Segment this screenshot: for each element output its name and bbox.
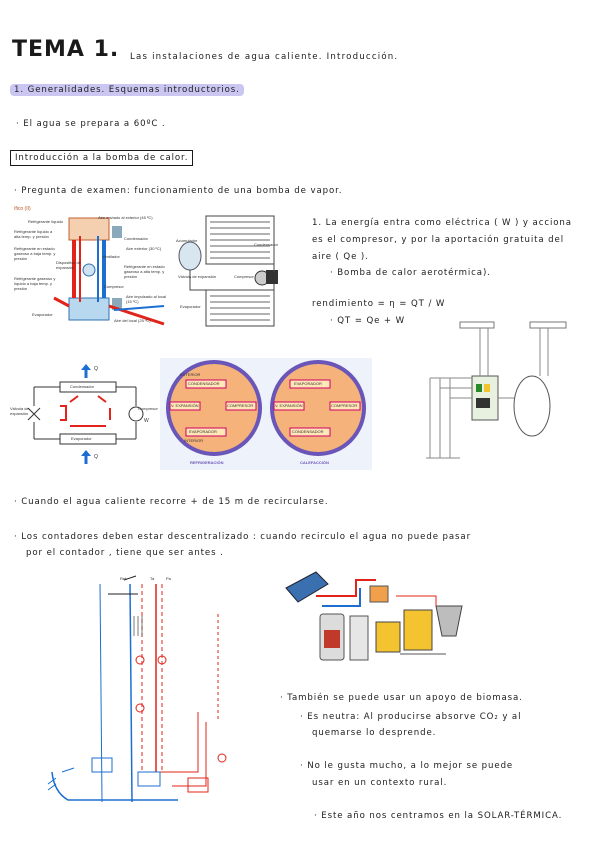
block-q-top: Q [94, 366, 98, 372]
diagram-label: Aire exterior (30 ºC) [126, 246, 162, 251]
mode-box: COMPRESOR [227, 403, 254, 408]
heat-pump-modes-diagram: EXTERIOR CONDENSADOR V. EXPANSIÓN COMPRE… [160, 358, 372, 470]
mode-caption-heating: CALEFACCIÓN [300, 460, 329, 465]
note-line: aire ( Qe ). [312, 252, 369, 262]
note-line: es el compresor, y por la aportación gra… [312, 235, 565, 245]
solar-biomass-illustration [276, 566, 466, 668]
diagram-label: Condensador [124, 236, 149, 241]
section-heading-generalidades: 1. Generalidades. Esquemas introductorio… [10, 84, 244, 96]
cycle-label: Compresor [234, 274, 254, 279]
refrigeration-cycle-diagram: Acumulador Condensador Válvula de expans… [176, 212, 286, 330]
plumbing-label-pa: Pa [166, 576, 171, 581]
block-evaporator: Evaporador [71, 436, 92, 441]
diagram-label: Aire enviado al exterior (45 ºC) [98, 215, 153, 220]
block-w: W [144, 418, 149, 424]
note-efficiency: rendimiento = η = QT / W [312, 299, 446, 309]
cycle-label: Acumulador [176, 238, 198, 243]
bullet-biomass: · También se puede usar un apoyo de biom… [280, 693, 523, 703]
mode-box: V. EXPANSIÓN [171, 403, 199, 408]
section-heading-heat-pump: Introducción a la bomba de calor. [10, 150, 194, 166]
cycle-label: Evaporador [180, 304, 201, 309]
mode-box: V. EXPANSIÓN [275, 403, 303, 408]
diagram-label: Aire del local (25 ºC) [114, 318, 151, 323]
mode-exterior: EXTERIOR [180, 372, 201, 377]
mode-box: EVAPORADOR [189, 429, 217, 434]
mode-box: CONDENSADOR [292, 429, 324, 434]
diagram-label: Refrigerante líquido a alta temp. y pres… [14, 229, 53, 239]
bullet-rural: · No le gusta mucho, a lo mejor se puede [300, 761, 514, 771]
diagram-label: Compresor [104, 284, 124, 289]
block-compressor: Compresor [138, 406, 158, 411]
mode-box: COMPRESOR [331, 403, 358, 408]
bullet-rural-cont: usar en un contexto rural. [312, 778, 448, 788]
mode-caption-refrigeration: REFRIGERACIÓN [190, 460, 224, 465]
mode-box: EVAPORADOR [294, 381, 322, 386]
diagram-label: Refrigerante en estado gaseoso a alta te… [124, 264, 165, 279]
installation-wiring-schematic [420, 318, 572, 468]
heat-pump-block-diagram: Q Condensador Válvula de expansión Compr… [10, 364, 158, 466]
diagram-label: Refrigerante líquido [28, 219, 63, 224]
note-line: · Bomba de calor aerotérmica). [330, 268, 491, 278]
plumbing-label-ta: Ta [150, 576, 155, 581]
diagram-corner-label: ífico (II) [14, 206, 31, 212]
cycle-label: Condensador [254, 242, 279, 247]
block-condenser: Condensador [70, 384, 95, 389]
diagram-label: Ventilador [102, 254, 120, 259]
mode-interior: INTERIOR [184, 438, 204, 443]
mode-box: CONDENSADOR [188, 381, 220, 386]
page-title: TEMA 1. [12, 37, 120, 62]
block-valve: Válvula de expansión [10, 406, 29, 416]
bullet-neutral: · Es neutra: Al producirse absorve CO₂ y… [300, 712, 522, 722]
bullet-neutral-cont: quemarse lo desprende. [312, 728, 437, 738]
diagram-label: Evaporador [32, 312, 53, 317]
bullet-exam-question: · Pregunta de examen: funcionamiento de … [14, 186, 343, 196]
note-line: 1. La energía entra como eléctrica ( W )… [312, 218, 572, 228]
note-total-heat: · QT = Qe + W [330, 316, 406, 326]
bullet-solar-thermal: · Este año nos centramos en la SOLAR-TÉR… [314, 811, 563, 821]
diagram-label: Dispositivo de expansión [56, 260, 81, 270]
plumbing-recirculation-schematic: Ret Ta Pa [38, 572, 246, 830]
bullet-water-temp: · El agua se prepara a 60ºC . [16, 119, 166, 129]
bullet-recirculation: · Cuando el agua caliente recorre + de 1… [14, 497, 329, 507]
plumbing-label-ret: Ret [120, 576, 127, 581]
heat-pump-schematic: ífico (II) Refrigerante líquido Aire env… [14, 206, 172, 328]
cycle-label: Válvula de expansión [178, 274, 217, 279]
block-q-bottom: Q [94, 454, 98, 460]
bullet-meters-cont: por el contador , tiene que ser antes . [26, 548, 224, 558]
diagram-label: Refrigerante en estado gaseoso a baja te… [14, 246, 56, 261]
diagram-label: Aire impulsado al local (15 ºC) [126, 294, 167, 304]
page-subtitle: Las instalaciones de agua caliente. Intr… [130, 52, 399, 62]
diagram-label: Refrigerante gaseoso y líquido a baja te… [14, 276, 56, 291]
bullet-meters: · Los contadores deben estar descentrali… [14, 532, 472, 542]
